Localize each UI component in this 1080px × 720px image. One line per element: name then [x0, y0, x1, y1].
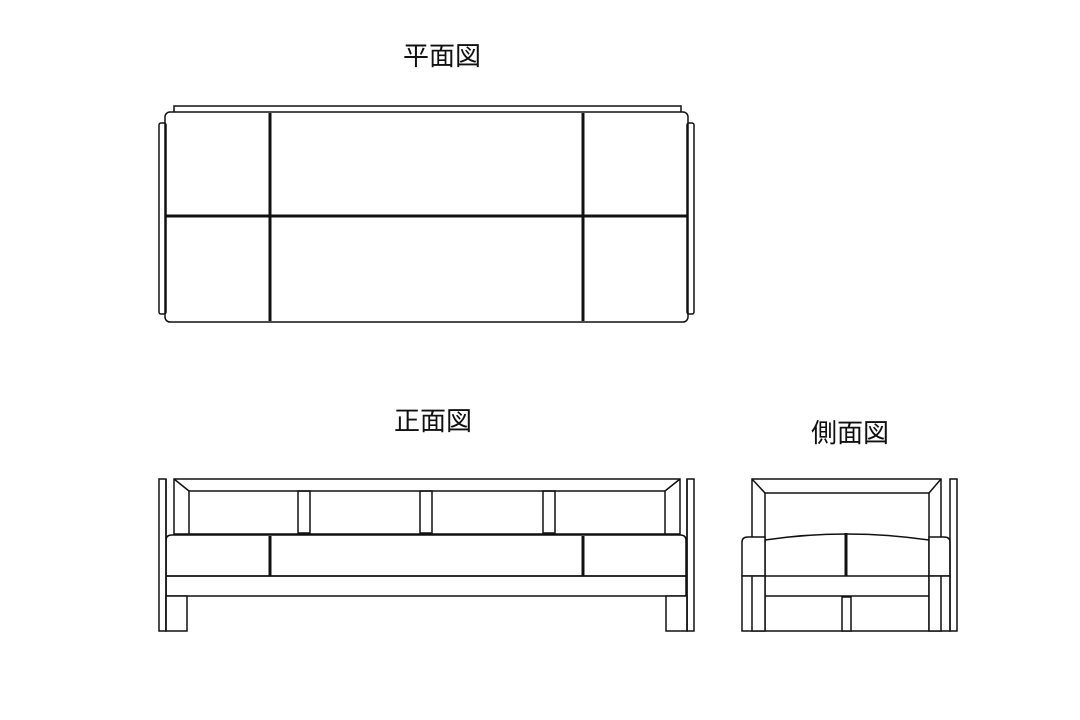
- plan-view: [158, 105, 695, 323]
- plan-left-arm: [158, 122, 167, 315]
- front-left-arm: [158, 478, 167, 632]
- plan-right-arm: [686, 122, 695, 315]
- side-seat-overhang-left: [741, 536, 766, 577]
- front-base-rail: [165, 575, 687, 597]
- front-view: [158, 478, 695, 632]
- side-right-leg: [928, 575, 951, 632]
- front-right-arm: [686, 478, 695, 632]
- front-back-slat: [297, 490, 311, 534]
- side-view-title: 側面図: [810, 419, 890, 449]
- front-right-leg: [665, 595, 688, 632]
- front-back-slat: [542, 490, 556, 534]
- front-view-title: 正面図: [393, 407, 473, 437]
- front-back-frame: [173, 478, 681, 535]
- plan-body: [164, 111, 689, 323]
- front-left-leg: [165, 595, 188, 632]
- side-rear-post: [949, 478, 958, 632]
- side-center-leg: [841, 596, 852, 632]
- side-left-leg: [741, 575, 766, 632]
- plan-back-rail: [173, 105, 682, 112]
- plan-view-title: 平面図: [402, 42, 482, 72]
- front-back-slat: [419, 490, 433, 534]
- front-seat-cushion: [165, 534, 687, 577]
- side-view: [741, 478, 958, 632]
- side-seat-overhang-right: [928, 536, 951, 577]
